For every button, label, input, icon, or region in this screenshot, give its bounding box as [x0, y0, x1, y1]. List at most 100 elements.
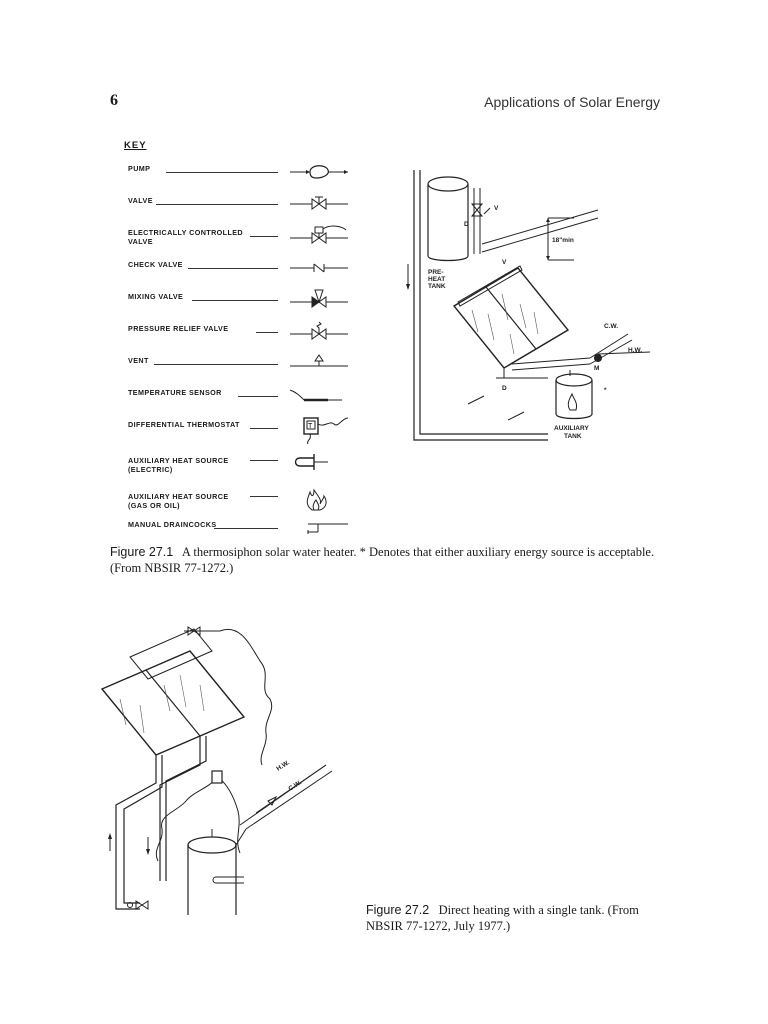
- key-label: ELECTRICALLY CONTROLLED VALVE: [128, 228, 244, 246]
- key-row-check-valve: CHECK VALVE: [120, 256, 390, 280]
- supply-pipe-2: [165, 736, 207, 881]
- electric-heater-icon: [294, 454, 328, 470]
- leader-line: [483, 207, 491, 215]
- leader-line: [250, 460, 278, 461]
- key-label: PRESSURE RELIEF VALVE: [128, 324, 229, 333]
- dimension-arrow-icon: [546, 218, 550, 222]
- valve-icon: [135, 900, 143, 910]
- leader-line: [250, 428, 278, 429]
- return-pipe: [413, 170, 548, 441]
- caption-text: Direct heating with a single tank. (From…: [366, 903, 639, 933]
- direct-heating-diagram: H.W. C.W.: [100, 626, 333, 915]
- return-pipe: [115, 755, 157, 910]
- thermostat-icon: T: [303, 417, 349, 445]
- cold-water-label: C.W.: [287, 779, 303, 793]
- flow-arrow-icon: [146, 849, 150, 855]
- key-label: MANUAL DRAINCOCKS: [128, 520, 217, 529]
- motor-label: M: [594, 365, 599, 372]
- key-label: MIXING VALVE: [128, 292, 184, 301]
- flow-arrow-line: [467, 395, 485, 405]
- pump-icon: [594, 354, 602, 362]
- return-pipe-inner: [419, 170, 548, 435]
- leader-line: [166, 172, 278, 173]
- running-title: Applications of Solar Energy: [484, 94, 660, 110]
- temperature-sensor-icon: [289, 389, 342, 402]
- valve-icon: [187, 626, 195, 636]
- leader-line: [238, 396, 278, 397]
- main-pipe: [589, 333, 629, 359]
- leader-line: [250, 496, 278, 497]
- thermostat-icon: [211, 770, 223, 784]
- flame-icon: [306, 488, 327, 511]
- key-row-temperature-sensor: TEMPERATURE SENSOR: [120, 384, 390, 408]
- min-height-label: 18"min: [552, 237, 574, 244]
- sensor-wire: [219, 628, 273, 766]
- flow-arrow-icon: [108, 833, 112, 839]
- valve-icon: [267, 795, 278, 806]
- electric-valve-icon: [290, 225, 348, 244]
- pressure-relief-valve-icon: [290, 321, 348, 340]
- check-valve-icon: [290, 263, 348, 273]
- pump-icon: [290, 165, 348, 179]
- leader-line: [192, 300, 278, 301]
- key-row-draincocks: MANUAL DRAINCOCKS: [120, 516, 390, 540]
- connector-pipe: [235, 828, 247, 846]
- key-row-electric-valve: ELECTRICALLY CONTROLLED VALVE: [120, 224, 390, 248]
- frame-line: [481, 217, 599, 253]
- solar-collector: [452, 265, 570, 369]
- vent-icon: [290, 354, 348, 367]
- key-row-vent: VENT: [120, 352, 390, 376]
- valve-icon: [470, 203, 484, 211]
- storage-tank: [187, 829, 244, 915]
- draincock-icon: [307, 523, 348, 534]
- valve-label-v: V: [494, 205, 499, 212]
- leader-line: [154, 364, 278, 365]
- key-row-thermostat: DIFFERENTIAL THERMOSTAT T: [120, 416, 390, 445]
- flow-arrow-line: [507, 411, 525, 421]
- key-row-mixing-valve: MIXING VALVE: [120, 288, 390, 312]
- caption-text: A thermosiphon solar water heater. * Den…: [110, 545, 655, 575]
- hot-water-label: H.W.: [628, 347, 642, 354]
- leader-line: [214, 528, 278, 529]
- valve-icon: [470, 209, 484, 217]
- draincock-icon: [127, 902, 133, 908]
- leader-line: [188, 268, 278, 269]
- leader-line: [256, 332, 278, 333]
- key-row-electric-heat: AUXILIARY HEAT SOURCE (ELECTRIC): [120, 452, 390, 482]
- symbol-key: KEY PUMP VALVE ELECTRICALLY CONTROLLED V…: [120, 136, 390, 536]
- key-row-pressure-relief: PRESSURE RELIEF VALVE: [120, 320, 390, 344]
- supply-pipe: [159, 736, 201, 881]
- hot-water-pipe-2: [245, 770, 333, 830]
- key-row-valve: VALVE: [120, 192, 390, 216]
- hot-water-pipe: [597, 351, 651, 355]
- figure-27-2-caption: Figure 27.2 Direct heating with a single…: [366, 902, 666, 934]
- preheat-tank: [427, 176, 469, 262]
- dimension-arrow-icon: [546, 256, 550, 260]
- solar-collector: [100, 628, 246, 756]
- leader-line: [250, 236, 278, 237]
- cold-water-label: C.W.: [604, 323, 618, 330]
- collector-outlet-pipe-2: [511, 363, 591, 371]
- figure-label: Figure 27.2: [366, 903, 430, 917]
- key-label: VENT: [128, 356, 149, 365]
- key-label: AUXILIARY HEAT SOURCE (GAS OR OIL): [128, 492, 229, 510]
- key-label: VALVE: [128, 196, 153, 205]
- key-label: AUXILIARY HEAT SOURCE (ELECTRIC): [128, 456, 229, 474]
- figure-label: Figure 27.1: [110, 545, 174, 559]
- key-row-gas-heat: AUXILIARY HEAT SOURCE (GAS OR OIL): [120, 488, 390, 518]
- figure-27-1-caption: Figure 27.1 A thermosiphon solar water h…: [110, 544, 670, 576]
- valve-icon: [141, 900, 149, 910]
- auxiliary-tank: [555, 370, 593, 420]
- valve-icon: [193, 626, 201, 636]
- key-title: KEY: [124, 140, 147, 151]
- drain-label-d: D: [464, 221, 469, 228]
- svg-text:T: T: [308, 423, 313, 430]
- valve-label-v2: V: [502, 259, 507, 266]
- leader-line: [156, 204, 278, 205]
- flow-arrow-icon: [406, 284, 410, 290]
- drain-label-d2: D: [502, 385, 507, 392]
- key-label: CHECK VALVE: [128, 260, 183, 269]
- mixing-valve-icon: [290, 289, 348, 308]
